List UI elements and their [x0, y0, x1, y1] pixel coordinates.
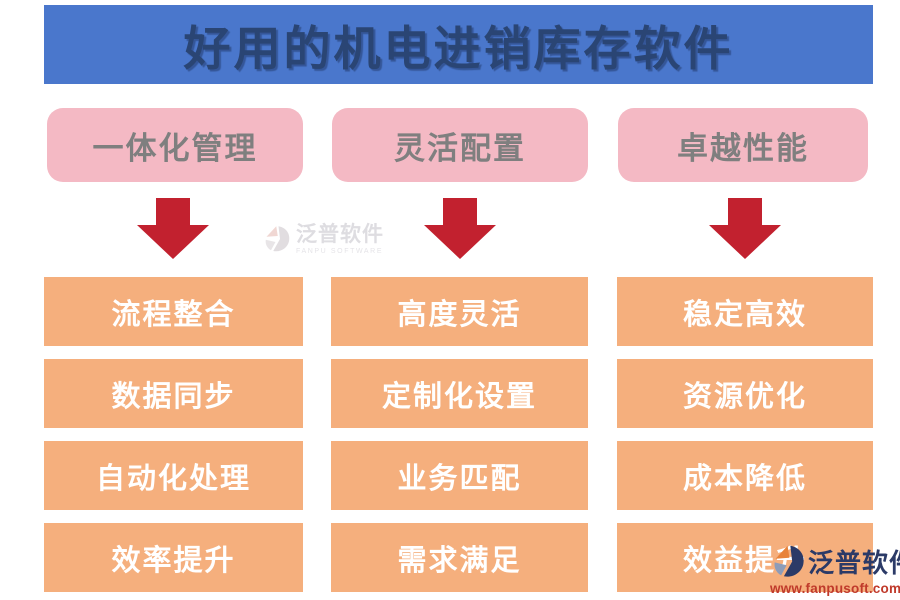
category-label: 卓越性能: [677, 130, 809, 166]
page-title: 好用的机电进销库存软件: [183, 22, 734, 75]
arrow-head: [137, 225, 209, 259]
feature-cell: 需求满足: [331, 523, 588, 592]
footer-logo-url: www.fanpusoft.com: [770, 581, 900, 596]
watermark: 泛普软件 FANPU SOFTWARE: [262, 224, 384, 255]
down-arrow-icon: [137, 198, 209, 259]
arrow-stem: [728, 198, 762, 225]
category-label: 一体化管理: [92, 130, 258, 166]
category-box-flexible-configuration: 灵活配置: [332, 108, 588, 182]
footer-logo-row: 泛普软件: [770, 543, 900, 580]
watermark-subtitle: FANPU SOFTWARE: [296, 248, 384, 255]
feature-cell: 稳定高效: [617, 277, 873, 346]
feature-cell: 成本降低: [617, 441, 873, 510]
category-label: 灵活配置: [394, 130, 526, 166]
category-box-integrated-management: 一体化管理: [47, 108, 303, 182]
footer-logo: 泛普软件 www.fanpusoft.com: [770, 543, 900, 596]
feature-cell: 资源优化: [617, 359, 873, 428]
down-arrow-icon: [709, 198, 781, 259]
feature-cell: 自动化处理: [44, 441, 303, 510]
feature-cell: 业务匹配: [331, 441, 588, 510]
down-arrow-icon: [424, 198, 496, 259]
feature-cell: 流程整合: [44, 277, 303, 346]
feature-cell: 高度灵活: [331, 277, 588, 346]
arrow-stem: [156, 198, 190, 225]
category-box-excellent-performance: 卓越性能: [618, 108, 868, 182]
fanpu-logo-icon: [265, 226, 290, 252]
arrow-head: [424, 225, 496, 259]
watermark-text: 泛普软件 FANPU SOFTWARE: [296, 224, 384, 255]
header-banner: 好用的机电进销库存软件: [44, 5, 873, 84]
watermark-name: 泛普软件: [296, 223, 384, 246]
feature-cell: 数据同步: [44, 359, 303, 428]
arrow-head: [709, 225, 781, 259]
arrow-stem: [443, 198, 477, 225]
footer-logo-name: 泛普软件: [808, 548, 900, 578]
feature-cell: 定制化设置: [331, 359, 588, 428]
feature-cell: 效率提升: [44, 523, 303, 592]
fanpu-logo-icon: [774, 545, 804, 577]
